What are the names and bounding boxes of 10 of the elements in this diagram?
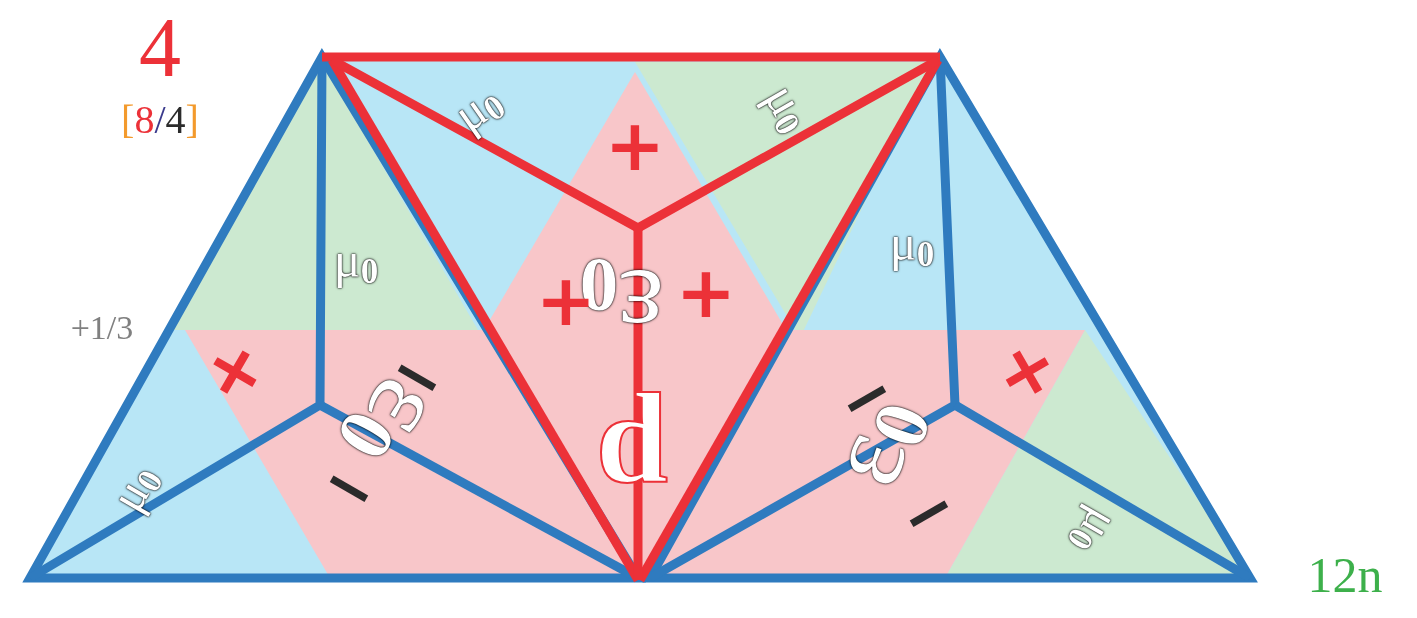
- sign-label: +: [675, 256, 737, 328]
- symbol-label: μ$_{0}$: [889, 218, 935, 272]
- sign-label: +: [604, 109, 666, 181]
- fraction-label: +1/3: [70, 311, 134, 345]
- symbol-label: μ$_{0}$: [333, 235, 379, 289]
- count-label: 4: [139, 6, 181, 90]
- ratio-label: [8/4]: [121, 100, 199, 140]
- sign-label: +: [981, 323, 1071, 417]
- formula-label: 12n: [1307, 550, 1383, 600]
- sign-label: +: [191, 323, 281, 417]
